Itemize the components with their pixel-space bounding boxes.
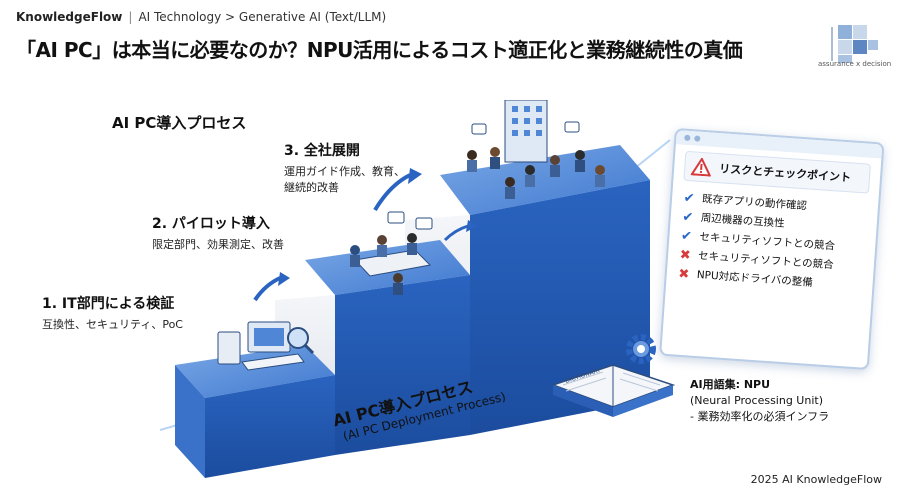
brand-name[interactable]: KnowledgeFlow <box>16 10 123 24</box>
stair-1-front <box>205 375 335 478</box>
glossary-note: AI用語集: NPU (Neural Processing Unit) - 業務… <box>690 377 829 425</box>
check-icon: ✔ <box>683 190 696 207</box>
logo-caption: assurance x decision <box>818 60 892 68</box>
arrow-up-icon <box>253 276 281 302</box>
dictionary-book-icon: DICTIONARY <box>550 364 676 417</box>
risk-panel-title: リスクとチェックポイント <box>718 162 852 185</box>
header-separator: | <box>128 10 133 24</box>
header-bar: KnowledgeFlow | AI Technology > Generati… <box>16 10 386 24</box>
step-3-desc-line1: 運用ガイド作成、教育、 <box>284 165 405 178</box>
page-title: 「AI PC」は本当に必要なのか？NPU活用によるコスト適正化と業務継続性の真価 <box>16 38 743 62</box>
step-2-desc: 限定部門、効果測定、改善 <box>152 238 284 251</box>
puzzle-grid-logo-icon <box>831 25 878 63</box>
step-2-title: 2. パイロット導入 <box>152 216 270 232</box>
step-3-title: 3. 全社展開 <box>284 143 360 159</box>
step-2-block: 2. パイロット導入 限定部門、効果測定、改善 <box>152 213 284 253</box>
stair-3-top <box>440 145 650 215</box>
warning-icon <box>690 157 712 177</box>
footer-copyright: 2025 AI KnowledgeFlow <box>750 473 882 486</box>
step-1-desc: 互換性、セキュリティ、PoC <box>42 318 183 331</box>
glossary-line2: - 業務効率化の必須インフラ <box>690 409 830 423</box>
cross-icon: ✖ <box>679 247 692 264</box>
check-icon: ✔ <box>680 228 693 245</box>
glossary-line1: (Neural Processing Unit) <box>690 393 823 407</box>
step-1-block: 1. IT部門による検証 互換性、セキュリティ、PoC <box>42 293 183 333</box>
step-3-block: 3. 全社展開 運用ガイド作成、教育、 継続的改善 <box>284 140 405 196</box>
cross-icon: ✖ <box>677 266 690 283</box>
arrow-up-icon <box>373 173 411 212</box>
arrow-up-icon <box>443 224 469 242</box>
stair-1-side <box>175 365 205 478</box>
deployment-stairs-illustration <box>159 100 671 478</box>
stair-2-front <box>335 275 470 455</box>
process-heading: AI PC導入プロセス <box>112 114 247 132</box>
glossary-title: AI用語集: NPU <box>690 378 771 391</box>
computer-icon <box>217 321 305 371</box>
step-3-desc-line2: 継続的改善 <box>284 180 339 194</box>
risk-list: ✔ 既存アプリの動作確認 ✔ 周辺機器の互換性 ✔ セキュリティソフトとの競合 … <box>676 189 868 297</box>
meeting-team-icon <box>350 211 433 295</box>
magnifier-icon <box>287 327 315 355</box>
risk-checklist-panel: リスクとチェックポイント ✔ 既存アプリの動作確認 ✔ 周辺機器の互換性 ✔ セ… <box>659 128 885 371</box>
gear-icon <box>626 334 656 364</box>
breadcrumb[interactable]: AI Technology > Generative AI (Text/LLM) <box>138 10 387 24</box>
check-icon: ✔ <box>681 209 694 226</box>
risk-panel-header: リスクとチェックポイント <box>683 150 871 194</box>
crowd-icon <box>467 121 605 199</box>
step-1-title: 1. IT部門による検証 <box>42 296 175 312</box>
office-building-icon <box>504 100 548 163</box>
